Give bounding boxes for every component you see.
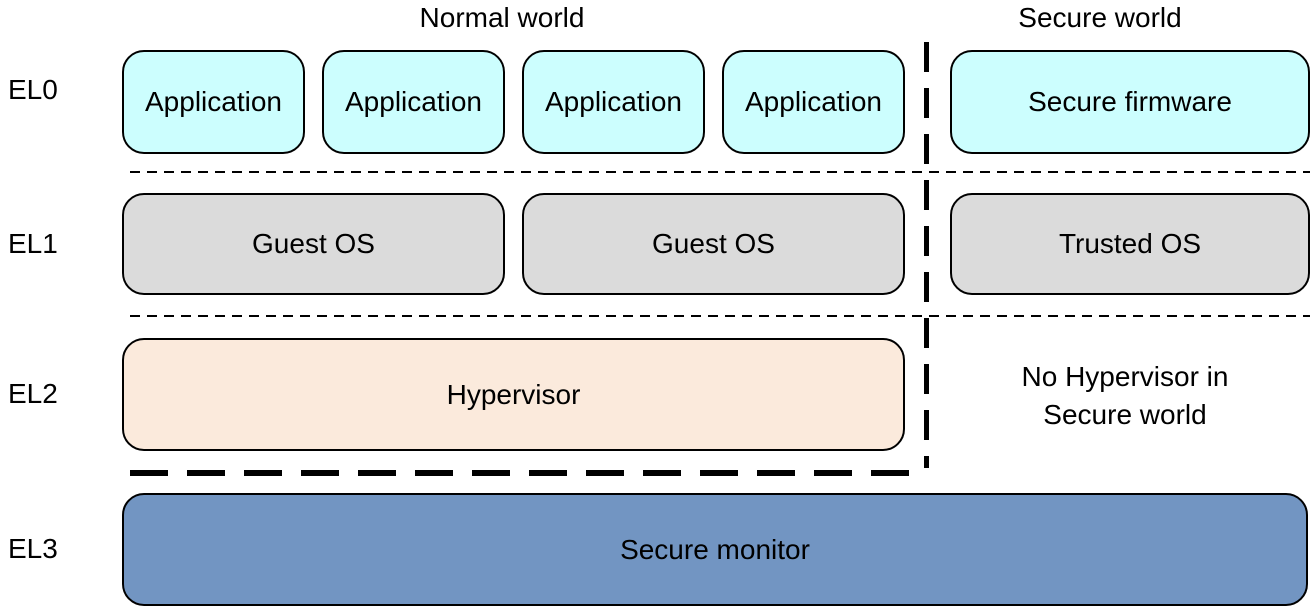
guest-os-box-1: Guest OS [122, 193, 505, 295]
application-box-4: Application [722, 50, 905, 154]
guest-os-box-2: Guest OS [522, 193, 905, 295]
el1-el2-divider-line [130, 315, 1310, 317]
no-hypervisor-note-line1: No Hypervisor in [1021, 361, 1229, 392]
secure-firmware-box: Secure firmware [950, 50, 1310, 154]
trusted-os-box: Trusted OS [950, 193, 1310, 295]
application-box-3: Application [522, 50, 705, 154]
application-box-2: Application [322, 50, 505, 154]
el2-el3-divider-line [130, 470, 910, 476]
secure-monitor-box: Secure monitor [122, 493, 1308, 606]
no-hypervisor-note-line2: Secure world [1043, 399, 1207, 430]
el0-el1-divider-line [130, 171, 1310, 173]
application-box-1: Application [122, 50, 305, 154]
no-hypervisor-note: No Hypervisor in Secure world [950, 358, 1300, 434]
el0-label: EL0 [8, 74, 58, 105]
normal-secure-world-divider-line [924, 42, 929, 468]
normal-world-label: Normal world [419, 2, 585, 33]
hypervisor-box: Hypervisor [122, 338, 905, 451]
secure-world-label: Secure world [1018, 2, 1182, 33]
el2-label: EL2 [8, 378, 58, 409]
el3-label: EL3 [8, 533, 58, 564]
el1-label: EL1 [8, 228, 58, 259]
